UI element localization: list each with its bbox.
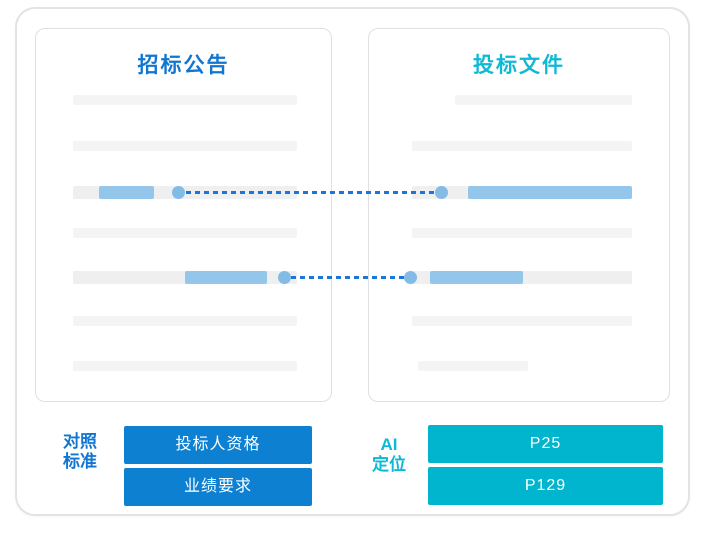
match-connector-line-1: [186, 191, 434, 194]
compare-standard-label: 对照 标准: [46, 432, 114, 472]
placeholder-line: [73, 361, 297, 371]
placeholder-line: [412, 316, 632, 326]
compare-standard-label-line1: 对照: [63, 432, 97, 451]
ai-locate-label-line2: 定位: [372, 455, 406, 474]
placeholder-line: [412, 228, 632, 238]
connector-dot-1-left: [171, 186, 185, 199]
connector-dot-2-left: [277, 271, 291, 284]
placeholder-line: [73, 316, 297, 326]
compare-standard-label-line2: 标准: [63, 452, 97, 471]
placeholder-line: [73, 95, 297, 105]
ai-locate-button-p25[interactable]: P25: [428, 425, 663, 463]
connector-dot-2-right: [403, 271, 417, 284]
standard-button-bidder-qualification[interactable]: 投标人资格: [124, 426, 312, 464]
connector-dot-1-right: [434, 186, 448, 199]
placeholder-line: [418, 361, 528, 371]
bid-file-document: [368, 28, 670, 402]
standard-button-performance-requirement[interactable]: 业绩要求: [124, 468, 312, 506]
tender-announcement-document: [35, 28, 332, 402]
placeholder-line: [412, 141, 632, 151]
placeholder-line: [73, 141, 297, 151]
ai-locate-label-line1: AI: [380, 435, 398, 454]
matched-clause-highlight-1-right: [468, 186, 632, 199]
matched-clause-highlight-2-left: [185, 271, 267, 284]
placeholder-line: [455, 95, 632, 105]
ai-locate-label: AI 定位: [360, 435, 418, 475]
match-connector-line-2: [291, 276, 404, 279]
left-document-title: 招标公告: [137, 54, 230, 77]
placeholder-line: [73, 228, 297, 238]
ai-locate-button-p129[interactable]: P129: [428, 467, 663, 505]
right-document-title: 投标文件: [473, 54, 565, 77]
matched-clause-highlight-1-left: [99, 186, 154, 199]
matched-clause-highlight-2-right: [430, 271, 523, 284]
